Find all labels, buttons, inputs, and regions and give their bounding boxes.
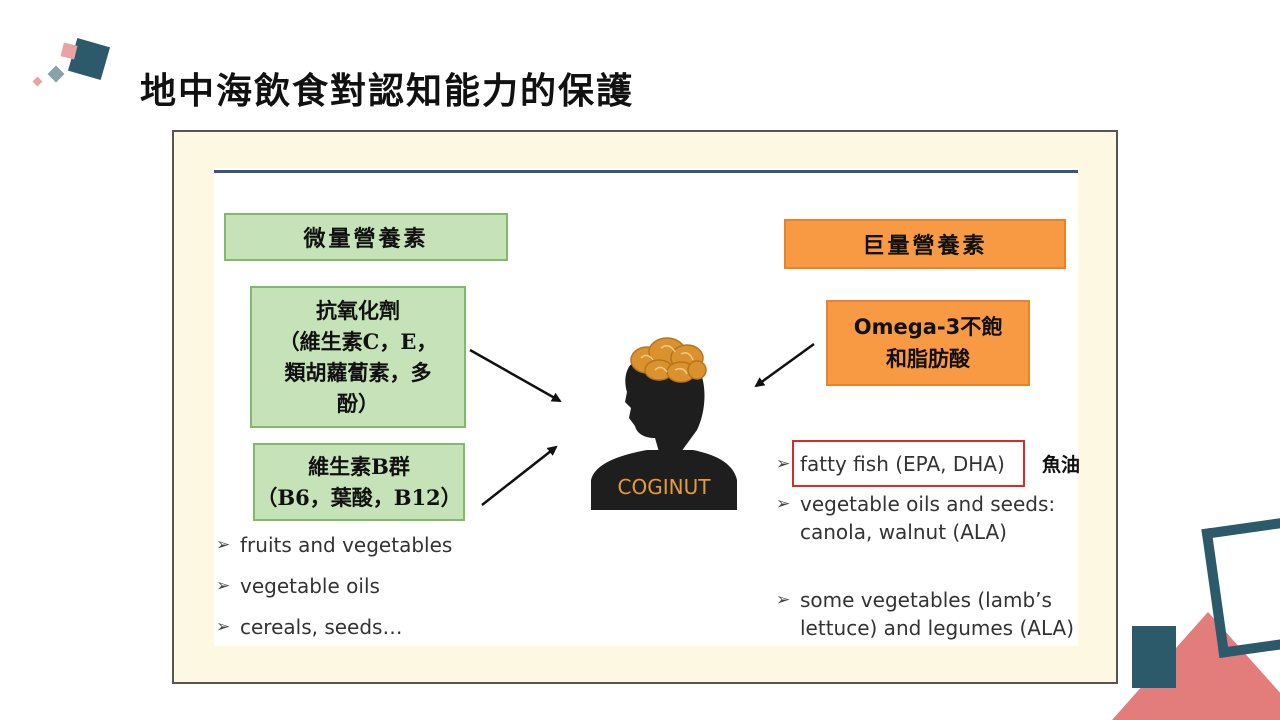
list-item: cereals, seeds… bbox=[216, 612, 496, 653]
antioxidants-box: 抗氧化劑 （維生素C，E， 類胡蘿蔔素，多 酚） bbox=[250, 286, 466, 428]
omega-3-rest: 不飽 和脂肪酸 bbox=[885, 314, 1003, 371]
arrow-icon bbox=[469, 348, 562, 403]
omega-3-sources-list: fatty fish (EPA, DHA) vegetable oils and… bbox=[776, 450, 1076, 642]
omega-3-box: Omega-3不飽 和脂肪酸 bbox=[826, 300, 1030, 386]
fatty-fish-highlight bbox=[792, 440, 1025, 487]
figure-top-rule bbox=[214, 170, 1078, 173]
list-item: vegetable oils and seeds: canola, walnut… bbox=[776, 490, 1076, 586]
micronutrients-header-text: 微量營養素 bbox=[303, 226, 429, 252]
arrow-icon bbox=[481, 445, 558, 506]
head-with-walnut-brain-icon: COGINUT bbox=[591, 337, 737, 510]
micronutrient-sources-list: fruits and vegetables vegetable oils cer… bbox=[216, 530, 496, 653]
arrow-icon bbox=[754, 342, 815, 388]
omega-3-text: Omega-3不飽 和脂肪酸 bbox=[854, 311, 1003, 375]
list-item: some vegetables (lamb’s lettuce) and leg… bbox=[776, 586, 1076, 642]
omega-3-latin: Omega-3 bbox=[853, 315, 961, 339]
list-item: fruits and vegetables bbox=[216, 530, 496, 571]
fish-oil-note: 魚油 bbox=[1042, 454, 1081, 476]
antioxidants-text: 抗氧化劑 （維生素C，E， 類胡蘿蔔素，多 酚） bbox=[278, 298, 438, 416]
micronutrients-header: 微量營養素 bbox=[224, 213, 508, 261]
brand-label: COGINUT bbox=[618, 475, 712, 499]
slide-title: 地中海飲食對認知能力的保護 bbox=[140, 70, 635, 112]
list-item: vegetable oils bbox=[216, 571, 496, 612]
vitamin-b-text: 維生素B群 （B6，葉酸，B12） bbox=[256, 454, 462, 510]
list-item: fatty fish (EPA, DHA) bbox=[776, 450, 1076, 490]
macronutrients-header: 巨量營養素 bbox=[784, 219, 1066, 269]
macronutrients-header-text: 巨量營養素 bbox=[862, 233, 988, 259]
decor-square-teal bbox=[1132, 626, 1176, 688]
vitamin-b-box: 維生素B群 （B6，葉酸，B12） bbox=[253, 443, 465, 521]
